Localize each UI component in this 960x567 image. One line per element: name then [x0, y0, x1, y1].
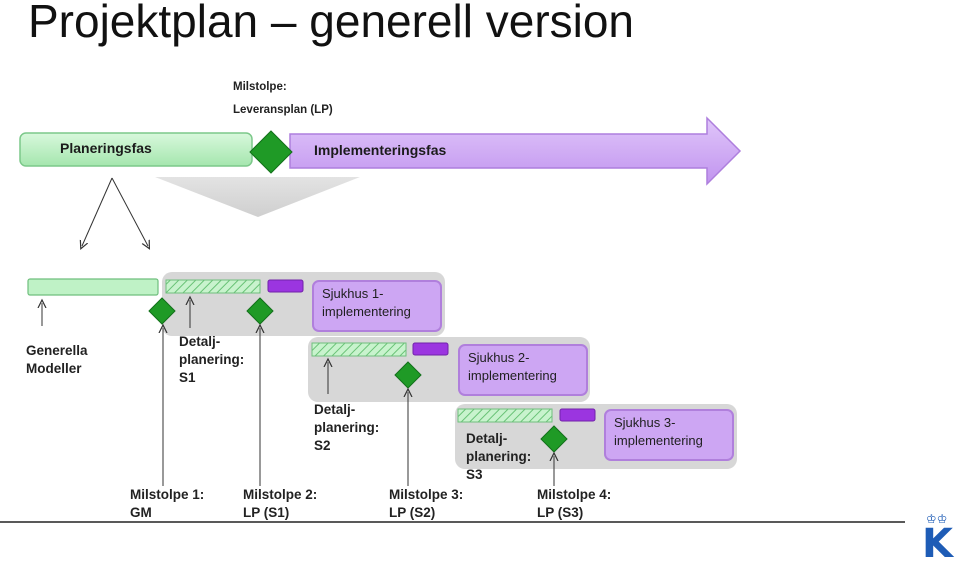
milestone-4-line2: LP (S3)	[537, 505, 584, 520]
milestone-label-1: Milstolpe 1: GM	[130, 486, 204, 522]
general-models-line1: Generella	[26, 343, 88, 358]
page-title: Projektplan – generell version	[28, 0, 635, 47]
milestone-2-line1: Milstolpe 2:	[243, 487, 318, 502]
implementation-phase-arrow	[289, 116, 742, 186]
detail-planning-s1-line1: Detalj-	[179, 334, 221, 349]
detail-planning-s1-line3: S1	[179, 370, 196, 385]
milestone-header-line2: Leveransplan (LP)	[233, 104, 333, 116]
purple-bar-s3	[559, 408, 596, 422]
implementation-s3-line2: implementering	[614, 433, 703, 448]
crown-icon: ♔♔	[926, 512, 948, 526]
milestone-2-line2: LP (S1)	[243, 505, 290, 520]
milestone-3-line2: LP (S2)	[389, 505, 436, 520]
general-models-bar	[27, 278, 159, 296]
milestone-1-line2: GM	[130, 505, 152, 520]
planning-phase-label: Planeringsfas	[60, 140, 152, 156]
detail-planning-s2-line3: S2	[314, 438, 331, 453]
detail-planning-label-s2: Detalj- planering: S2	[314, 401, 379, 455]
milestone-label-3: Milstolpe 3: LP (S2)	[389, 486, 463, 522]
milestone-4-line1: Milstolpe 4:	[537, 487, 612, 502]
detail-planning-s2-line1: Detalj-	[314, 402, 356, 417]
implementation-box-s2: Sjukhus 2- implementering	[458, 344, 588, 396]
general-models-label: Generella Modeller	[26, 342, 88, 378]
implementation-s1-line1: Sjukhus 1-	[322, 286, 384, 301]
implementation-box-s3: Sjukhus 3- implementering	[604, 409, 734, 461]
implementation-s3-line1: Sjukhus 3-	[614, 415, 676, 430]
implementation-phase-label: Implementeringsfas	[314, 142, 447, 158]
detail-planning-bar-s1	[165, 279, 261, 294]
purple-bar-s2	[412, 342, 449, 356]
detail-planning-bar-s2	[311, 342, 407, 357]
fan-arrow-right	[111, 177, 148, 246]
detail-planning-label-s1: Detalj- planering: S1	[179, 333, 244, 387]
implementation-box-s1: Sjukhus 1- implementering	[312, 280, 442, 332]
detail-planning-s3-line1: Detalj-	[466, 431, 508, 446]
zoom-funnel	[155, 177, 360, 217]
implementation-s2-line2: implementering	[468, 368, 557, 383]
detail-planning-label-s3: Detalj- planering: S3	[466, 430, 531, 484]
milestone-label-4: Milstolpe 4: LP (S3)	[537, 486, 611, 522]
milestone-1-line1: Milstolpe 1:	[130, 487, 205, 502]
detail-planning-bar-s3	[457, 408, 553, 423]
milestone-3-line1: Milstolpe 3:	[389, 487, 464, 502]
purple-bar-s1	[267, 279, 304, 293]
milestone-label-2: Milstolpe 2: LP (S1)	[243, 486, 317, 522]
detail-planning-s3-line2: planering:	[466, 449, 532, 464]
detail-planning-s3-line3: S3	[466, 467, 483, 482]
general-models-line2: Modeller	[26, 361, 82, 376]
fan-arrow-left	[82, 177, 113, 246]
milestone-header-line1: Milstolpe:	[233, 81, 287, 93]
implementation-s2-line1: Sjukhus 2-	[468, 350, 530, 365]
milestone-diamond-lp	[249, 130, 293, 174]
detail-planning-s2-line2: planering:	[314, 420, 380, 435]
implementation-s1-line2: implementering	[322, 304, 411, 319]
detail-planning-s1-line2: planering:	[179, 352, 245, 367]
logo-k: K	[922, 521, 953, 567]
